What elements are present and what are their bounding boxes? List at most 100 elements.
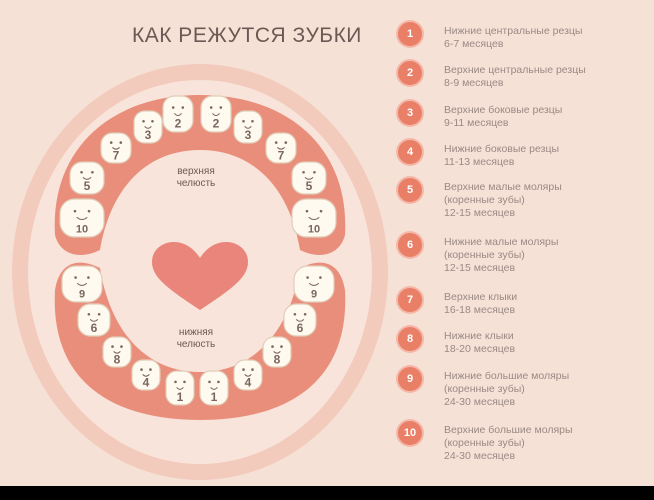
tooth-eye [111, 345, 114, 348]
heart-icon [152, 242, 248, 310]
tooth-shape [233, 110, 263, 144]
tooth-shape [262, 336, 292, 368]
tooth-number: 8 [114, 352, 121, 366]
tooth: 10 [291, 198, 337, 238]
tooth-number: 3 [145, 128, 152, 142]
tooth-mouth [244, 126, 252, 129]
tooth-mouth [112, 147, 120, 150]
legend-text: Верхние клыки 16-18 месяцев [444, 291, 518, 316]
tooth: 5 [291, 161, 327, 195]
lower-jaw-label: нижняя челюсть [176, 327, 216, 350]
tooth: 2 [200, 95, 232, 133]
tooth-mouth [142, 374, 150, 377]
legend-number-badge: 2 [398, 61, 422, 85]
tooth-shape [59, 198, 105, 238]
tooth-mouth [277, 147, 285, 150]
tooth-eye [74, 276, 77, 279]
tooth: 9 [61, 265, 103, 303]
tooth: 5 [69, 161, 105, 195]
tooth: 7 [265, 132, 297, 164]
tooth-eye [171, 106, 175, 109]
tooth-eye [219, 106, 223, 109]
tooth-eye [109, 141, 113, 144]
tooth-number: 10 [76, 223, 88, 235]
tooth: 9 [293, 265, 335, 303]
tooth-eye [242, 119, 245, 123]
tooth-shape [77, 303, 111, 337]
tooth-shape [265, 132, 297, 164]
tooth-eye [251, 119, 254, 123]
tooth-eye [313, 170, 316, 174]
tooth-eye [306, 276, 309, 279]
tooth: 6 [77, 303, 111, 337]
tooth-eye [120, 345, 123, 348]
tooth-eye [251, 368, 254, 371]
tooth-eye [149, 368, 152, 371]
tooth-eye [183, 380, 186, 384]
tooth: 3 [133, 110, 163, 144]
tooth-eye [280, 345, 283, 348]
tooth-mouth [304, 176, 314, 180]
tooth-eye [91, 170, 94, 174]
tooth-shape [69, 161, 105, 195]
tooth-eye [174, 380, 177, 384]
tooth-number: 4 [143, 375, 150, 389]
tooth-eye [87, 276, 90, 279]
tooth-number: 7 [113, 148, 120, 162]
tooth-eye [319, 209, 323, 213]
page-title: КАК РЕЖУТСЯ ЗУБКИ [132, 24, 362, 47]
tooth-eye [142, 119, 145, 123]
tooth-number: 9 [311, 289, 317, 301]
legend-text: Верхние малые моляры (коренные зубы) 12-… [444, 181, 562, 219]
tooth: 6 [283, 303, 317, 337]
tooth-eye [151, 119, 154, 123]
tooth-eye [305, 209, 309, 213]
tooth-shape [165, 370, 195, 406]
legend-text: Верхние боковые резцы 9-11 месяцев [444, 104, 563, 129]
tooth-mouth [308, 216, 320, 221]
tooth-eye [119, 141, 123, 144]
tooth-eye [73, 209, 77, 213]
tooth-eye [209, 106, 213, 109]
tooth-eye [274, 141, 278, 144]
legend-text: Нижние большие моляры (коренные зубы) 24… [444, 370, 570, 408]
tooth-mouth [144, 126, 152, 129]
tooth-shape [233, 359, 263, 391]
lower-gum [54, 262, 346, 420]
tooth-mouth [210, 386, 218, 390]
tooth-number: 2 [175, 117, 182, 131]
legend-number-badge: 5 [398, 178, 422, 202]
legend-text: Нижние малые моляры (коренные зубы) 12-1… [444, 236, 559, 274]
tooth-mouth [176, 386, 184, 390]
tooth-mouth [273, 351, 281, 354]
tooth-eye [208, 380, 211, 384]
tooth-eye [242, 368, 245, 371]
tooth-eye [284, 141, 288, 144]
tooth: 8 [102, 336, 132, 368]
tooth-eye [87, 209, 91, 213]
tooth: 1 [165, 370, 195, 406]
tooth-shape [102, 336, 132, 368]
tooth: 2 [162, 95, 194, 133]
tooth-number: 5 [306, 179, 313, 193]
tooth: 4 [233, 359, 263, 391]
tooth-shape [200, 95, 232, 133]
legend-number-badge: 6 [398, 233, 422, 257]
tooth-number: 10 [308, 223, 320, 235]
tooth-number: 3 [245, 128, 252, 142]
tooth-eye [293, 312, 297, 316]
tooth-shape [283, 303, 317, 337]
tooth-mouth [244, 374, 252, 377]
tooth-number: 7 [278, 148, 285, 162]
legend-text: Нижние боковые резцы 11-13 месяцев [444, 143, 560, 168]
tooth-eye [80, 170, 83, 174]
tooth-mouth [89, 318, 99, 322]
tooth-shape [162, 95, 194, 133]
tooth: 3 [233, 110, 263, 144]
tooth-eye [271, 345, 274, 348]
tooth-eye [181, 106, 185, 109]
tooth-shape [131, 359, 161, 391]
tooth-eye [319, 276, 322, 279]
